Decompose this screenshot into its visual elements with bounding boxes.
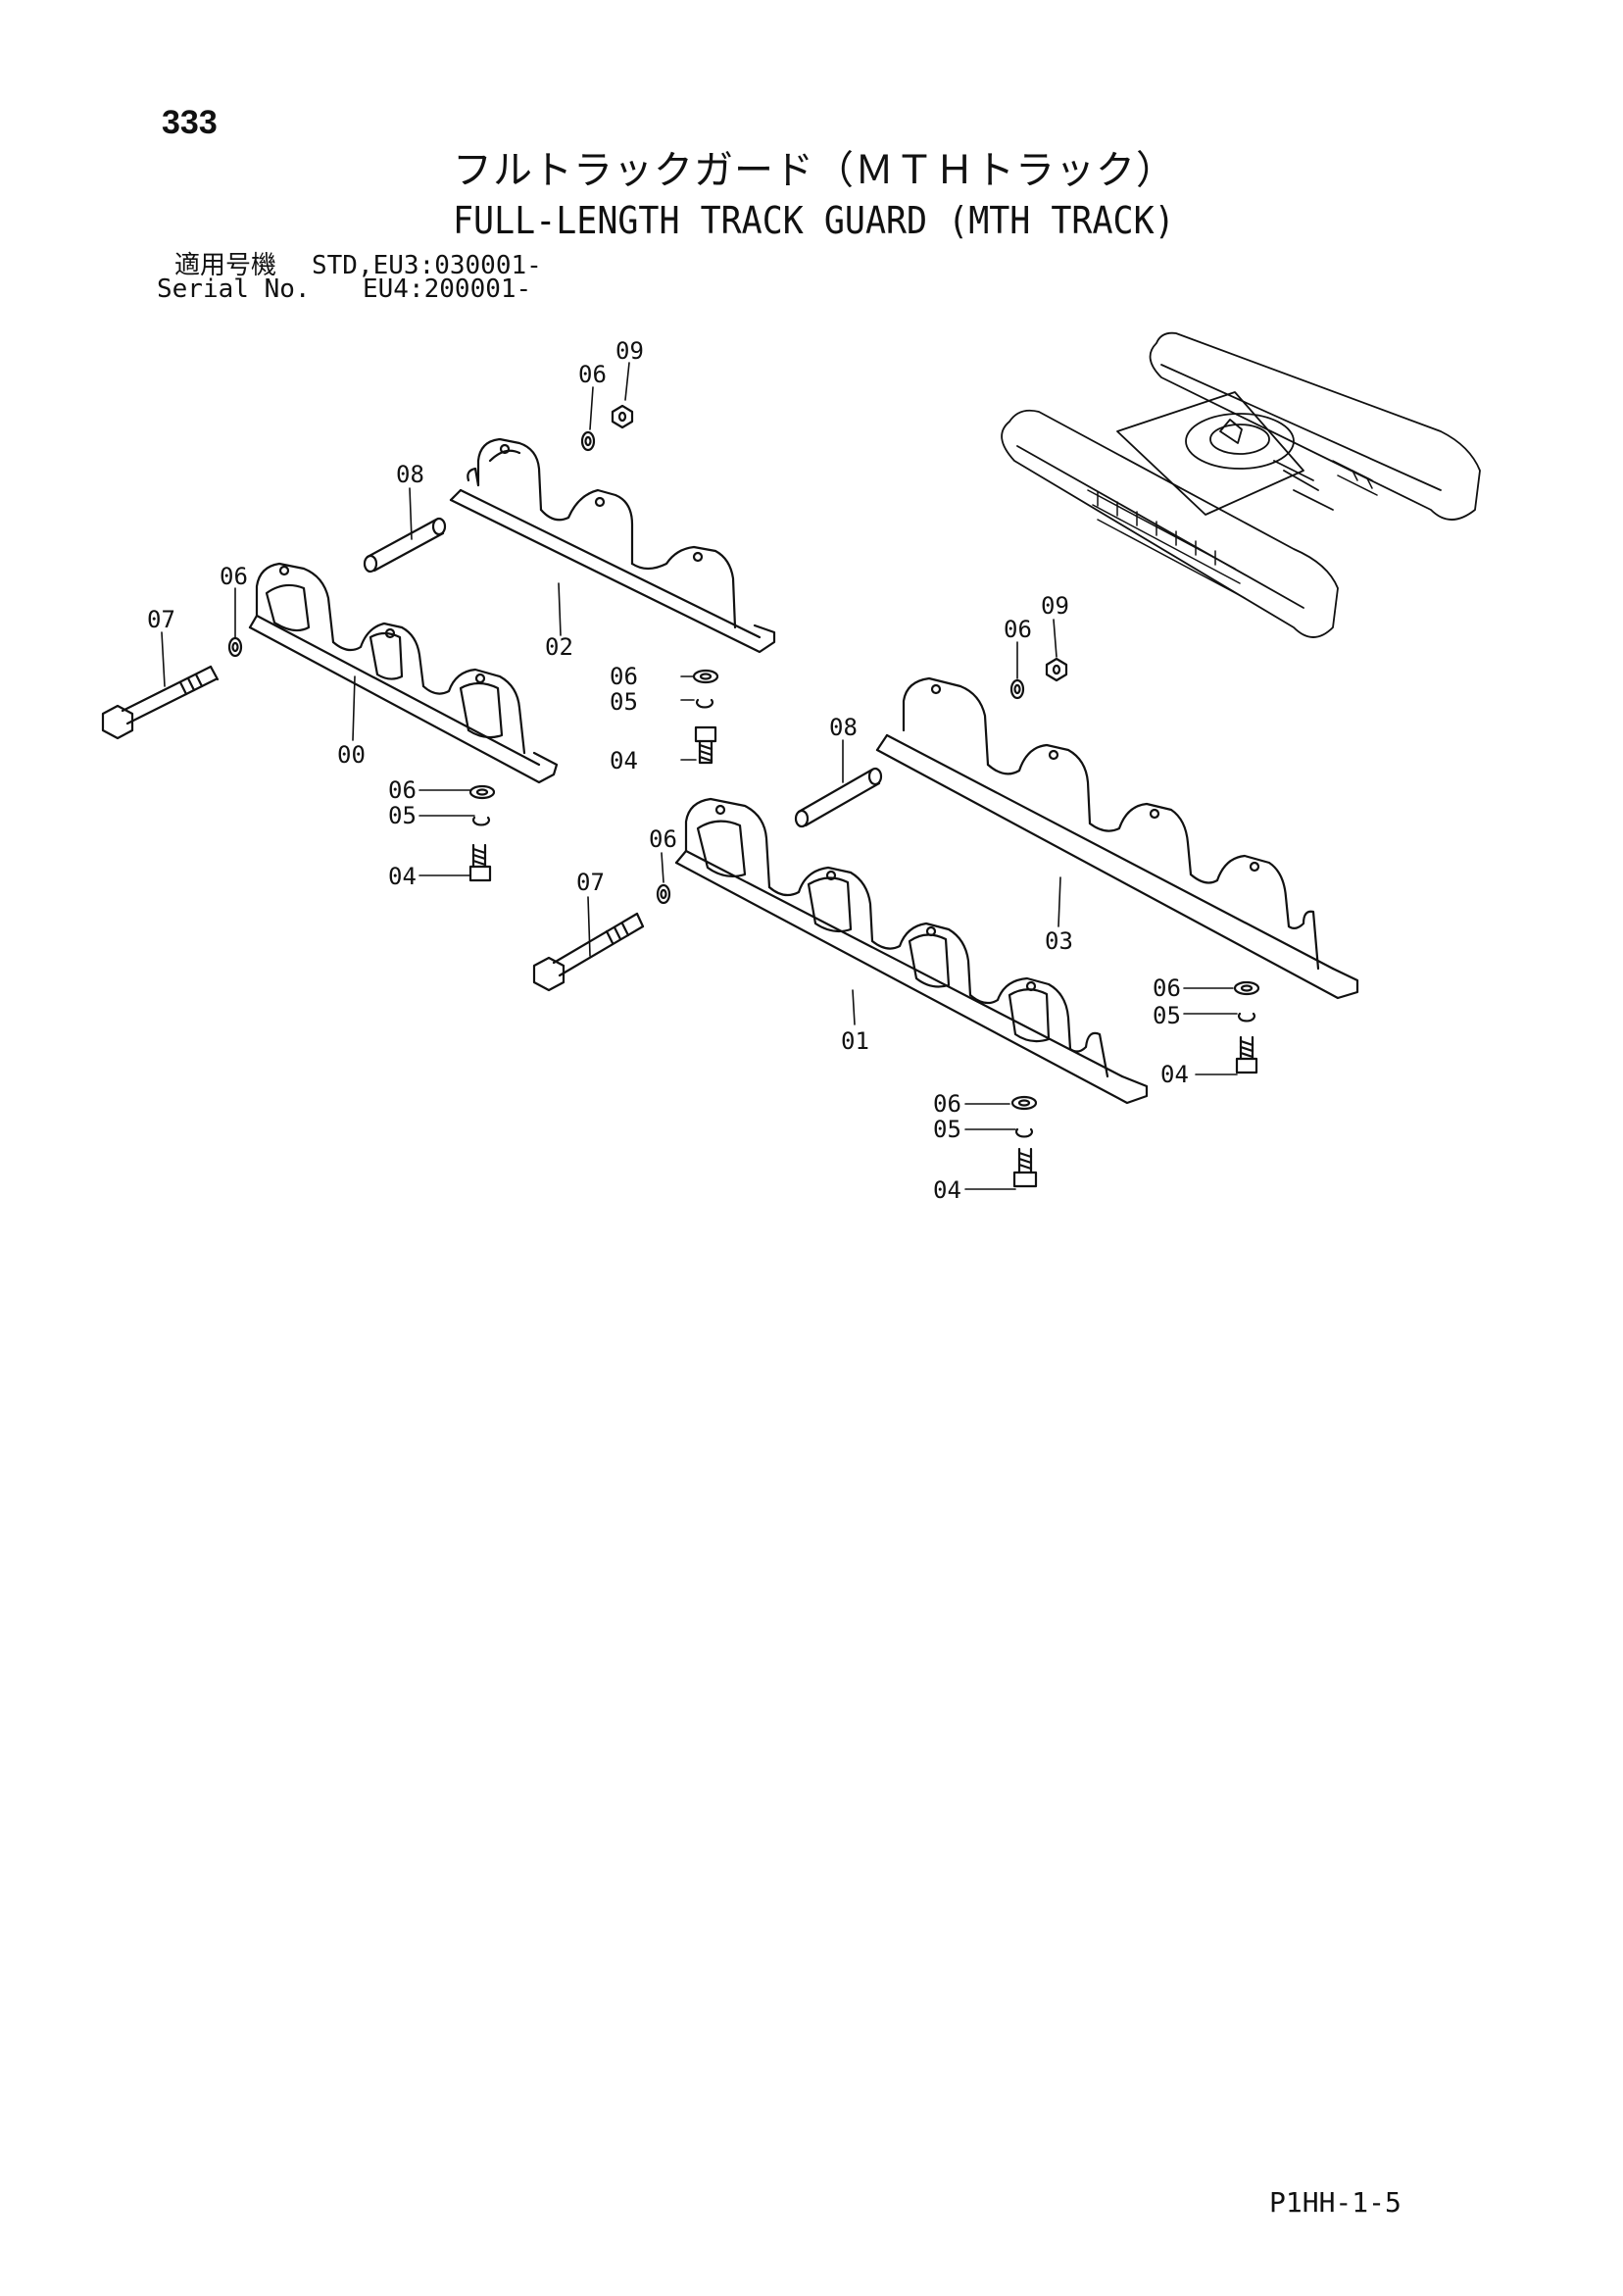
callout-labels: 09 06 08 06 07 02 06 05 04 00 06 05 04 0… — [147, 337, 1189, 1204]
callout-08: 08 — [829, 714, 858, 741]
callout-04: 04 — [388, 863, 417, 890]
track-guard-03 — [875, 676, 1359, 1000]
callout-03: 03 — [1045, 927, 1073, 955]
callout-05: 05 — [610, 688, 638, 716]
callout-09: 09 — [615, 337, 644, 365]
callout-09: 09 — [1041, 592, 1069, 620]
callout-05: 05 — [388, 802, 417, 829]
callout-08: 08 — [396, 461, 424, 488]
hardware-stack-00 — [468, 784, 496, 882]
callout-04: 04 — [933, 1176, 961, 1204]
callout-01: 01 — [841, 1027, 869, 1055]
applicable-machine-value: STD,EU3:030001- — [312, 251, 542, 280]
hardware-stack-02 — [692, 669, 719, 765]
bolt-07-right — [532, 912, 645, 992]
callout-07: 07 — [147, 606, 175, 633]
pin-08-lower — [794, 767, 883, 828]
callout-06: 06 — [649, 825, 677, 853]
callout-04: 04 — [610, 747, 638, 774]
page-number: 333 — [162, 104, 218, 141]
applicable-machine-label: 適用号機 — [174, 251, 277, 280]
callout-02: 02 — [545, 633, 573, 661]
leader-lines — [161, 362, 1238, 1190]
callout-06: 06 — [578, 361, 607, 388]
callout-06: 06 — [220, 563, 248, 590]
page-code: P1HH-1-5 — [1269, 2186, 1402, 2219]
callout-06: 06 — [1004, 616, 1032, 643]
callout-07: 07 — [576, 869, 605, 896]
track-guard-01 — [674, 797, 1149, 1105]
hardware-stack-03 — [1233, 980, 1260, 1074]
callout-04: 04 — [1160, 1061, 1189, 1088]
bolt-07-left — [101, 665, 220, 740]
page-title-japanese: フルトラックガード（ＭＴＨトラック） — [453, 148, 1176, 193]
callout-06: 06 — [388, 776, 417, 804]
callout-05: 05 — [933, 1116, 961, 1143]
hardware-stack-01 — [1010, 1095, 1038, 1188]
track-guard-02 — [449, 437, 776, 654]
page-title-english: FULL-LENGTH TRACK GUARD (MTH TRACK) — [453, 199, 1175, 242]
callout-06: 06 — [1153, 974, 1181, 1002]
track-guard-00 — [248, 562, 559, 784]
washer-nut-lower — [656, 657, 1068, 905]
serial-number-value: EU4:200001- — [363, 275, 532, 304]
serial-number-label: Serial No. — [157, 275, 311, 304]
callout-06: 06 — [610, 663, 638, 690]
callout-06: 06 — [933, 1090, 961, 1118]
pin-08-upper — [363, 517, 447, 574]
undercarriage-overview-illustration — [1001, 331, 1481, 638]
callout-00: 00 — [337, 741, 366, 769]
callout-05: 05 — [1153, 1002, 1181, 1029]
washer-nut-upper — [227, 404, 634, 658]
